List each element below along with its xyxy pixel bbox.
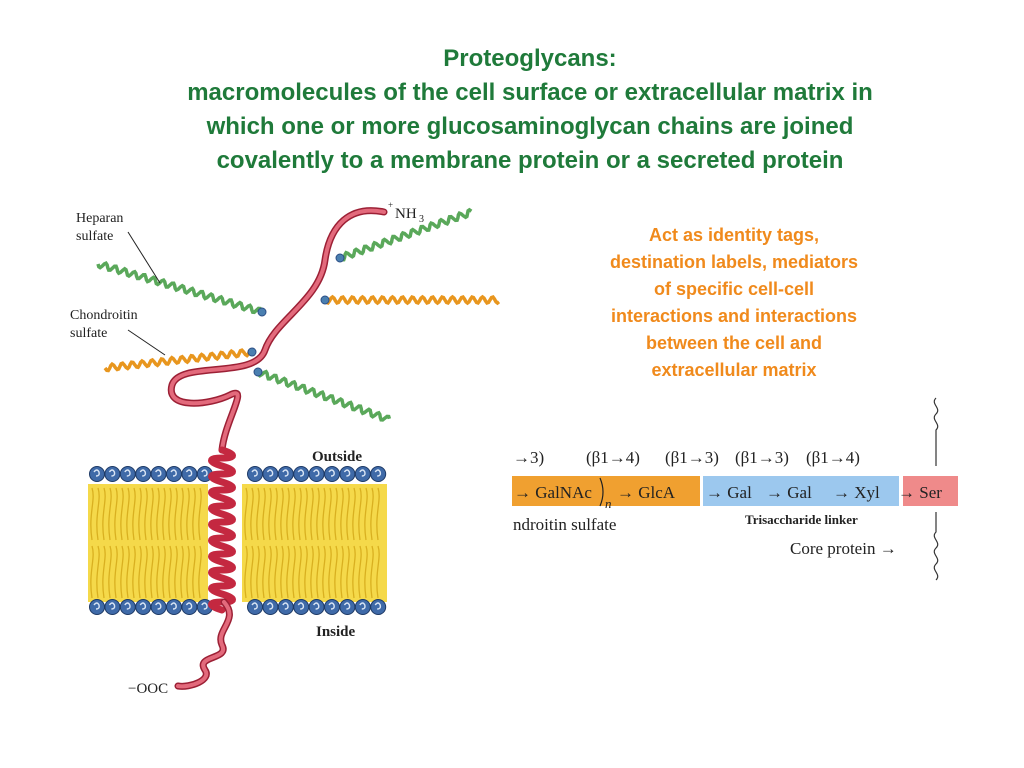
chondroitin-sulfate-chain-right	[323, 294, 501, 306]
sugar-gal-2: → Gal	[766, 483, 812, 502]
bond-label-4: (β1→3)	[735, 448, 789, 467]
bond-label-2: (β1→4)	[586, 448, 640, 467]
function-note-line-6: extracellular matrix	[651, 360, 817, 380]
c-terminus-label: −OOC	[128, 681, 168, 697]
chain-label: ndroitin sulfate	[513, 515, 616, 534]
linker-box	[703, 476, 899, 506]
function-note-line-3: of specific cell-cell	[653, 279, 815, 299]
n-terminus-charge: +	[388, 200, 393, 210]
function-note-line-2: destination labels, mediators	[609, 252, 859, 272]
bond-label-3: (β1→3)	[665, 448, 719, 467]
repeat-index: n	[605, 496, 612, 511]
sugar-xyl: → Xyl	[833, 483, 880, 502]
sugar-galnac: → GalNAc	[514, 483, 592, 502]
linker-label: Trisaccharide linker	[745, 512, 858, 527]
title-line-2: macromolecules of the cell surface or ex…	[187, 79, 873, 106]
label-leaders	[127, 231, 166, 356]
headgroups-outer-leaflet	[89, 466, 387, 482]
residue-ser: → Ser	[898, 483, 942, 502]
function-note: Act as identity tags, destination labels…	[568, 222, 900, 384]
membrane-bilayer	[88, 466, 387, 615]
serine-box	[903, 476, 958, 506]
title-line-1: Proteoglycans:	[443, 45, 617, 72]
bond-label-5: (β1→4)	[806, 448, 860, 467]
chondroitin-label-line-2: sulfate	[70, 326, 107, 341]
outside-label: Outside	[312, 449, 362, 465]
function-note-line-5: between the cell and	[645, 333, 823, 353]
chondroitin-label-line-1: Chondroitin	[70, 308, 138, 323]
linkage-figure: →3) (β1→4) (β1→3) (β1→3) (β1→4) → GalNAc…	[512, 397, 958, 581]
heparan-sulfate-chain-left	[96, 260, 263, 315]
chondroitin-sulfate-chain-left	[103, 348, 253, 373]
heparan-sulfate-chain-lower	[256, 369, 392, 422]
sugar-gal-1: → Gal	[706, 483, 752, 502]
core-protein-label: Core protein →	[790, 539, 897, 558]
heparan-sulfate-chain-upper	[338, 207, 473, 262]
slide-title: Proteoglycans: macromolecules of the cel…	[80, 42, 980, 178]
core-protein	[167, 207, 388, 690]
function-note-line-4: interactions and interactions	[610, 306, 858, 326]
headgroups-inner-leaflet	[89, 599, 387, 615]
title-line-3: which one or more glucosaminoglycan chai…	[206, 113, 854, 140]
n-terminus-label: NH	[395, 206, 417, 222]
title-line-4: covalently to a membrane protein or a se…	[216, 147, 844, 174]
repeat-unit-box	[512, 476, 700, 506]
lipid-tails	[88, 484, 387, 602]
core-protein-line-top	[933, 397, 939, 466]
bond-label-1: →3)	[513, 448, 544, 467]
n-terminus-subscript: 3	[419, 214, 424, 225]
repeat-bracket	[599, 477, 604, 507]
sugar-glca: → GlcA	[617, 483, 676, 502]
heparan-label-line-1: Heparan	[76, 211, 123, 226]
inside-label: Inside	[316, 624, 356, 640]
heparan-label-line-2: sulfate	[76, 229, 113, 244]
core-protein-line-bottom	[933, 512, 939, 581]
function-note-line-1: Act as identity tags,	[648, 225, 820, 245]
